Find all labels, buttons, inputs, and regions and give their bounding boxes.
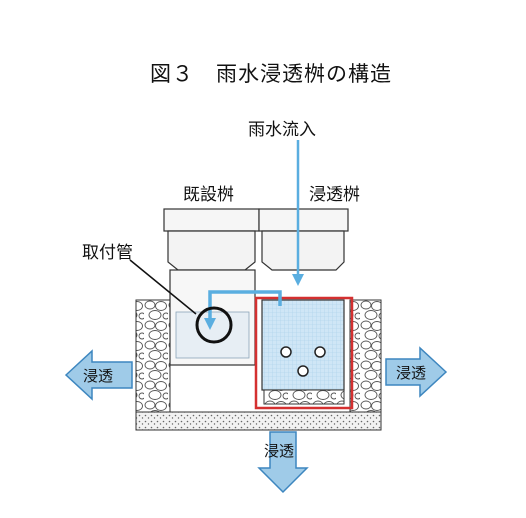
left-infiltration-arrow (64, 349, 133, 401)
bottom-infiltration-arrow (257, 431, 309, 494)
figure-title: 図３ 雨水浸透桝の構造 (150, 62, 392, 86)
infiltration-basin-frame (254, 296, 354, 410)
existing-basin-lid (163, 208, 260, 232)
connection-pipe-head (204, 318, 216, 330)
rainwater-inflow-label: 雨水流入 (248, 120, 316, 140)
perforation-hole (297, 365, 309, 377)
stone-fill-left (135, 299, 171, 413)
connection-pipe (208, 290, 282, 320)
right-infiltration-arrow (385, 346, 448, 398)
bottom-infiltration-label: 浸透 (264, 442, 295, 460)
perforation-hole (280, 346, 292, 358)
left-infiltration-label: 浸透 (83, 367, 114, 385)
perforation-hole (314, 346, 326, 358)
infiltration-basin-lid (258, 208, 349, 232)
pipe-highlight-circle (195, 306, 233, 344)
stone-fill-right (349, 299, 382, 413)
infiltration-basin-label: 浸透桝 (309, 185, 360, 205)
inflow-arrow-head (292, 274, 304, 286)
infiltration-gravel-bed (263, 389, 345, 405)
connection-pipe-label: 取付管 (82, 243, 133, 263)
pipe-pointer-line (129, 259, 197, 315)
existing-basin-neck (167, 230, 256, 271)
right-infiltration-label: 浸透 (396, 364, 427, 382)
gravel-base (135, 411, 382, 431)
existing-basin-label: 既設桝 (183, 185, 234, 205)
infiltration-basin-neck (261, 230, 345, 271)
